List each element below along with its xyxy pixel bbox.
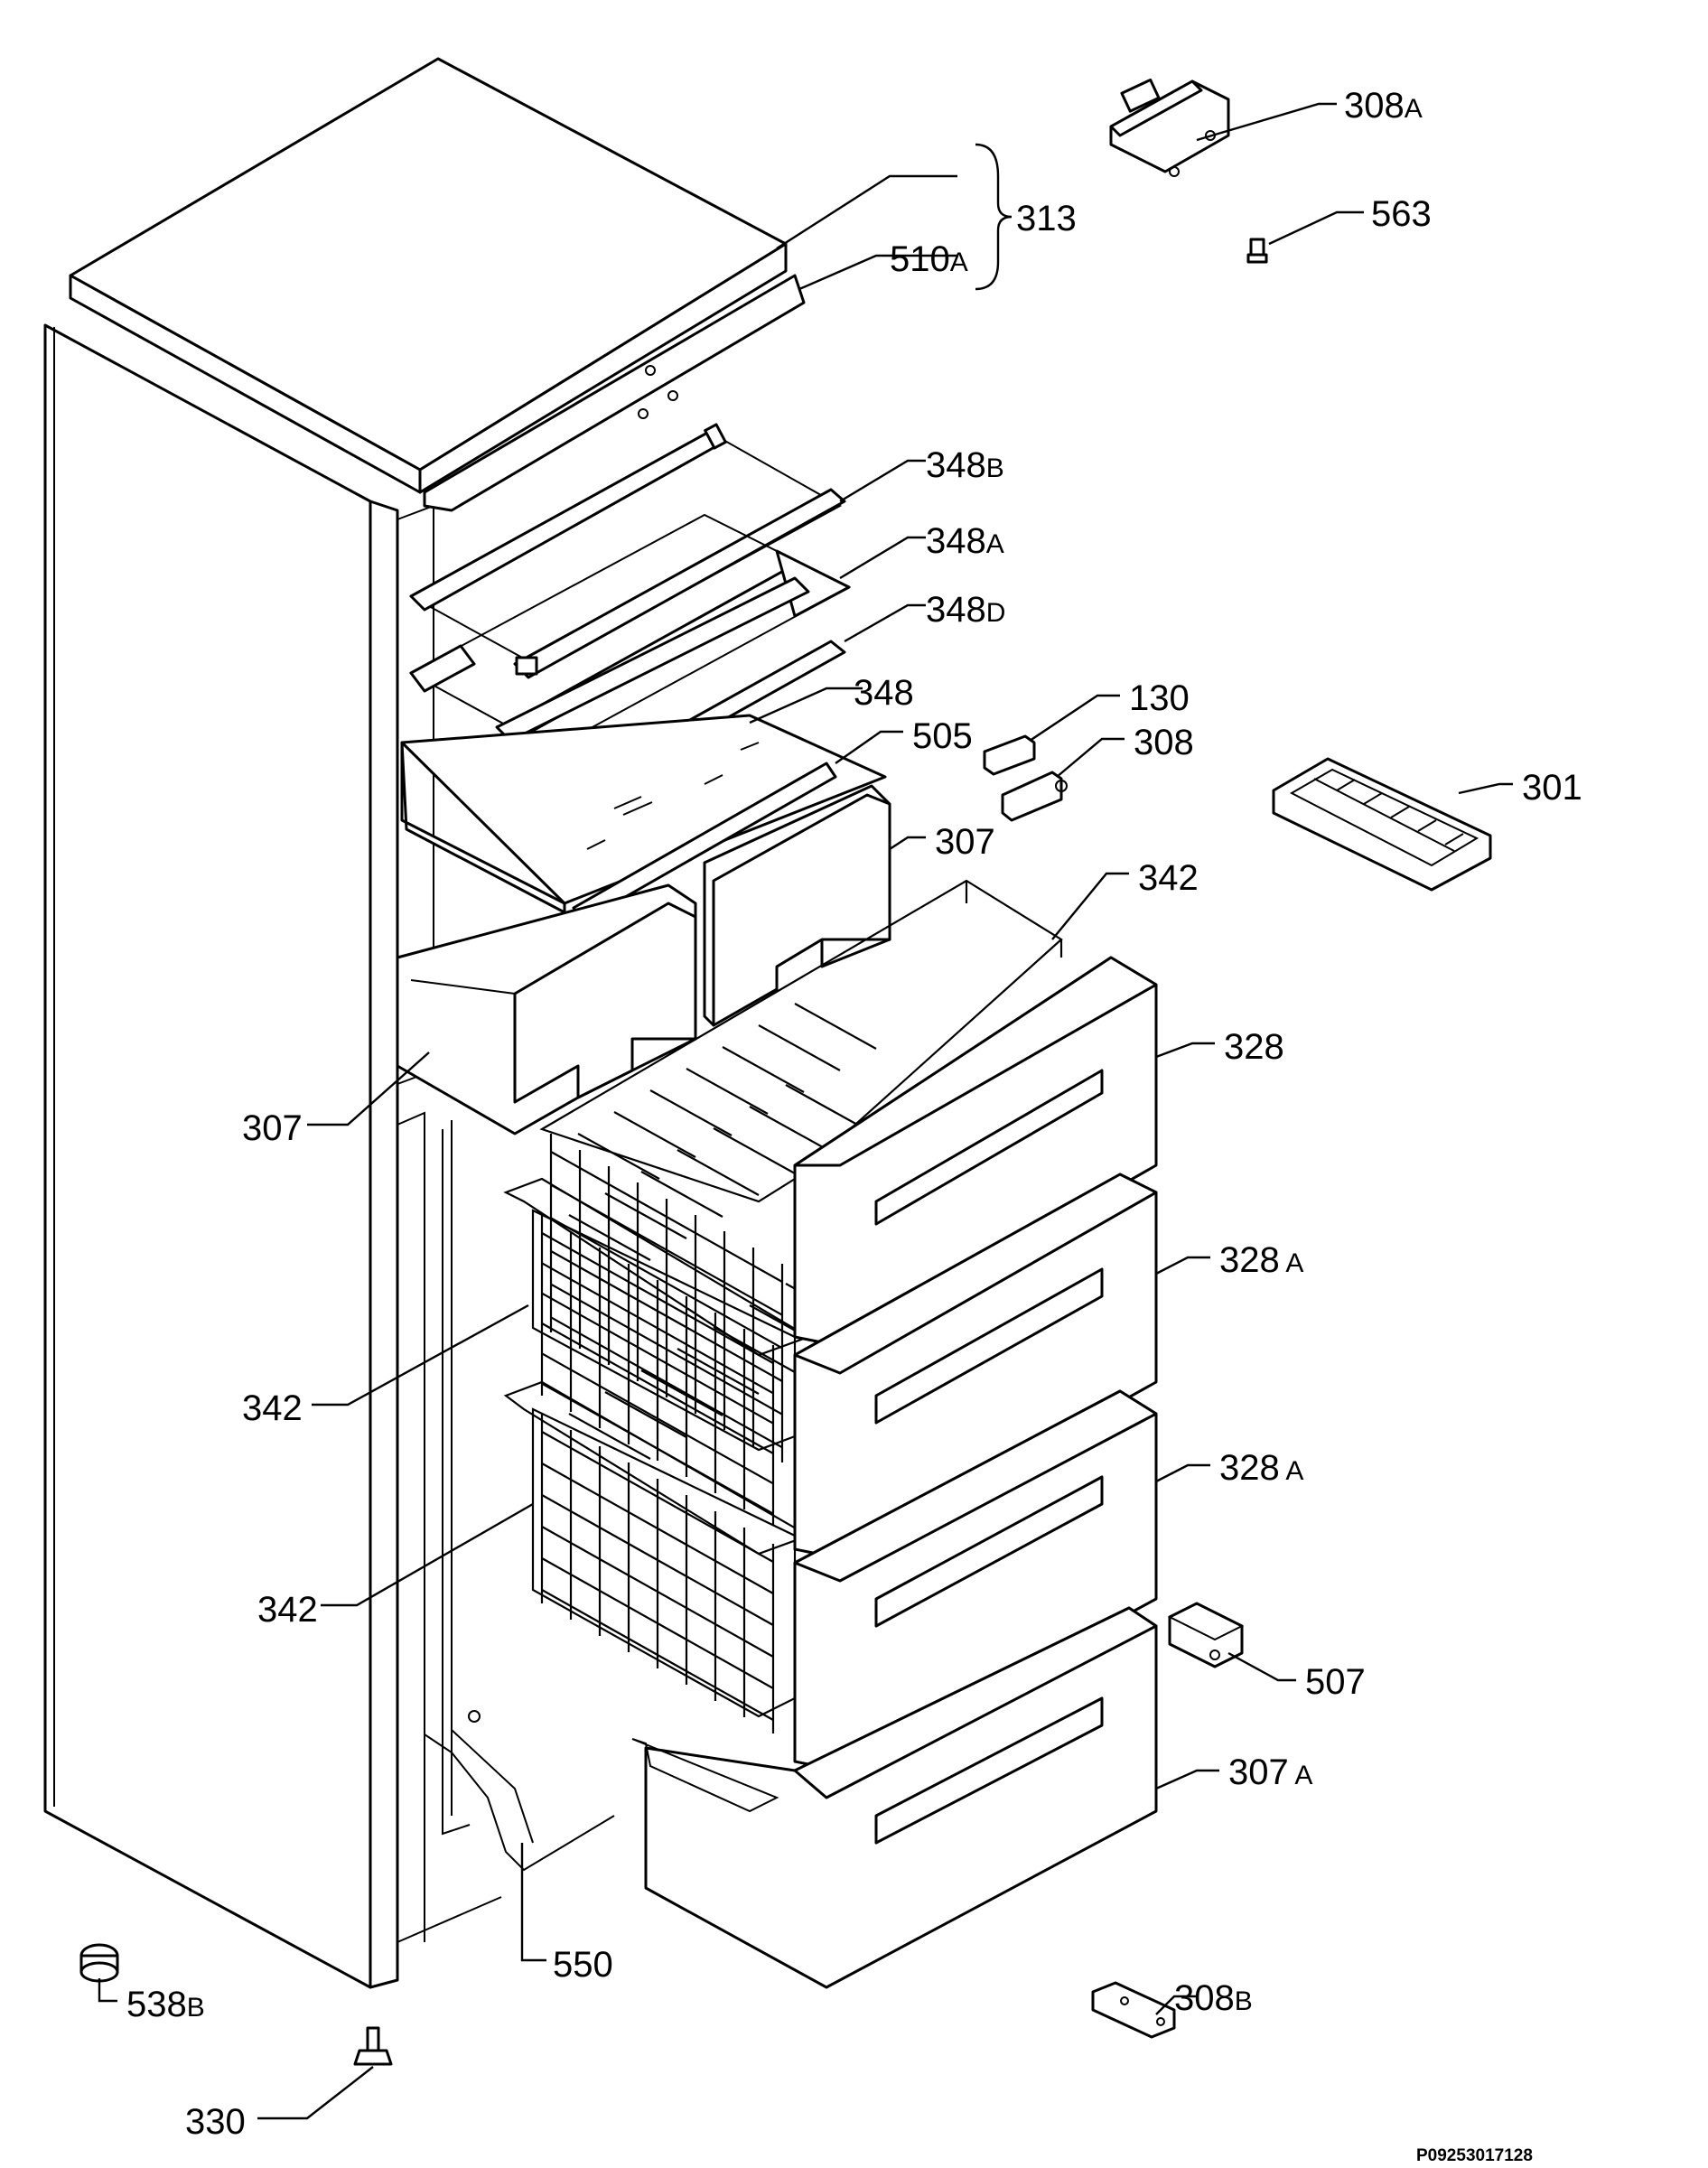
label-505: 505 bbox=[912, 716, 973, 756]
basket-wire bbox=[541, 1292, 774, 1425]
basket-wire bbox=[550, 1151, 783, 1283]
label-328A-lower: 328 A bbox=[1219, 1448, 1303, 1488]
basket-wire bbox=[749, 1106, 832, 1153]
label-130: 130 bbox=[1129, 678, 1190, 718]
label-301: 301 bbox=[1522, 768, 1582, 808]
basket-wire bbox=[785, 1084, 868, 1131]
label-330: 330 bbox=[185, 2102, 246, 2142]
basket-wire bbox=[541, 1352, 774, 1485]
basket-wire bbox=[568, 1214, 651, 1261]
label-510A: 510A bbox=[890, 239, 968, 279]
drawer-front-328 bbox=[793, 956, 1158, 1348]
basket-wire bbox=[604, 1192, 687, 1239]
basket-wire bbox=[677, 1149, 760, 1196]
basket-wire bbox=[541, 1557, 774, 1689]
label-348D: 348D bbox=[926, 590, 1005, 630]
drawer-front-328A-lower bbox=[793, 1389, 1158, 1772]
label-307-top: 307 bbox=[935, 822, 995, 862]
basket-wire bbox=[541, 1262, 774, 1395]
label-307A: 307 A bbox=[1228, 1752, 1312, 1792]
basket-wire bbox=[640, 1171, 723, 1218]
label-563: 563 bbox=[1371, 194, 1432, 234]
label-308: 308 bbox=[1134, 723, 1194, 762]
basket-wire bbox=[541, 1589, 774, 1721]
basket-wire bbox=[640, 1369, 723, 1416]
basket-wire bbox=[649, 1089, 733, 1136]
basket-wire bbox=[541, 1431, 774, 1563]
drain-tray bbox=[424, 1710, 615, 1872]
basket-wire bbox=[794, 1003, 877, 1050]
drawer-307A bbox=[631, 1606, 1158, 1989]
label-550: 550 bbox=[553, 1945, 613, 1985]
label-342-mid: 342 bbox=[242, 1388, 303, 1428]
drawer-front-328A-upper bbox=[793, 1173, 1158, 1560]
label-342-low: 342 bbox=[257, 1590, 318, 1630]
reference-code: P09253017128 bbox=[1416, 2146, 1533, 2165]
bracket-308A bbox=[1109, 78, 1230, 177]
label-308B: 308B bbox=[1174, 1978, 1253, 2018]
label-538B: 538B bbox=[126, 1985, 205, 2024]
basket-wire bbox=[577, 1133, 660, 1180]
basket-wire bbox=[677, 1348, 760, 1395]
label-328A-upper: 328 A bbox=[1219, 1240, 1303, 1280]
basket-wire bbox=[758, 1024, 841, 1071]
part-130 bbox=[983, 734, 1036, 776]
basket-wire bbox=[541, 1322, 774, 1454]
label-348A: 348A bbox=[926, 521, 1004, 561]
basket-wire bbox=[568, 1413, 651, 1460]
label-348B: 348B bbox=[926, 445, 1004, 485]
label-307-left: 307 bbox=[242, 1108, 303, 1148]
hinge-308 bbox=[1001, 771, 1068, 822]
small-drawer-left bbox=[396, 883, 697, 1135]
basket-wire bbox=[541, 1494, 774, 1626]
label-507: 507 bbox=[1305, 1662, 1366, 1702]
basket-wire bbox=[722, 1046, 805, 1093]
basket-wire bbox=[541, 1232, 774, 1364]
foot-538B bbox=[79, 1943, 119, 1983]
callout-labels: 308A 563 313 510A 348B 348A 348D 348 505… bbox=[126, 86, 1582, 2142]
glass-shelf-348B bbox=[408, 423, 846, 679]
ice-tray-301 bbox=[1272, 757, 1492, 892]
screw-563 bbox=[1246, 238, 1268, 264]
top-cover bbox=[69, 57, 788, 494]
basket-wire bbox=[613, 1111, 696, 1158]
foot-330 bbox=[353, 2026, 393, 2066]
basket-wire bbox=[604, 1391, 687, 1438]
front-strip bbox=[423, 274, 806, 512]
label-308A: 308A bbox=[1344, 86, 1423, 126]
basket-wire bbox=[541, 1462, 774, 1594]
basket-wire bbox=[713, 1127, 796, 1174]
glass-shelf-348 bbox=[400, 714, 887, 914]
small-drawer-right bbox=[703, 784, 891, 1027]
basket-wire bbox=[686, 1068, 769, 1115]
basket-wire bbox=[550, 1217, 783, 1350]
label-328: 328 bbox=[1224, 1027, 1284, 1067]
label-348: 348 bbox=[854, 673, 914, 713]
hinge-308B bbox=[1091, 1981, 1176, 2039]
leader-lines bbox=[98, 102, 1513, 2120]
label-342-top: 342 bbox=[1138, 858, 1199, 898]
label-313: 313 bbox=[1016, 199, 1077, 238]
basket-wire bbox=[713, 1326, 796, 1373]
cabinet-body bbox=[43, 323, 502, 1989]
basket-wire bbox=[541, 1526, 774, 1658]
part-507 bbox=[1167, 1602, 1245, 1668]
